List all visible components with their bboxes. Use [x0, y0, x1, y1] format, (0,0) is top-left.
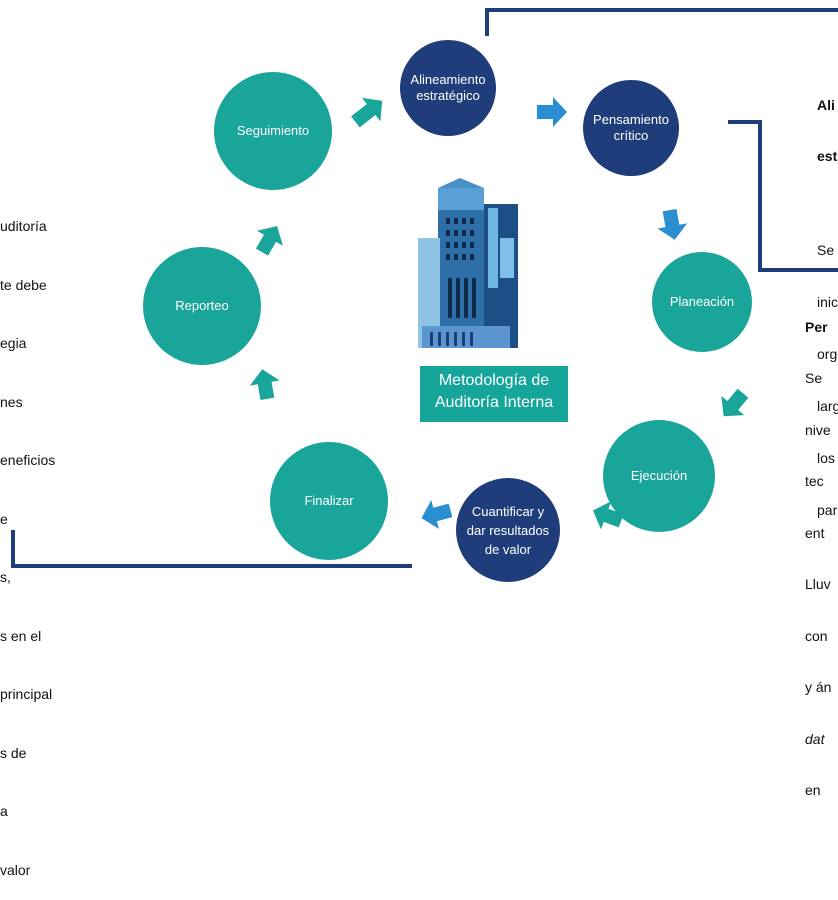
center-caption: Metodología de Auditoría Interna [420, 366, 568, 422]
right-box-1-line: los [817, 450, 835, 466]
building-illustration [418, 178, 518, 348]
step-ejecucion-label: Ejecución [630, 468, 688, 483]
left-text-line: te debe [0, 276, 47, 293]
step-seguimiento-label: Seguimiento [236, 123, 310, 138]
left-text-line: uditoría [0, 218, 47, 234]
arrow-finalizar-to-reporteo [249, 369, 280, 401]
step-alineamiento: Alineamiento estratégico [400, 40, 496, 136]
step-ejecucion: Ejecución [603, 420, 715, 532]
right-box-1-heading-1: Ali [817, 97, 835, 113]
right-box-2-line: Lluv [805, 576, 831, 592]
arrow-alineamiento-to-pensamiento [537, 97, 567, 127]
step-cuantificar-line2: dar resultados [466, 522, 550, 538]
right-box-2: Per Se nive tec ent Lluv con y án dat en [805, 286, 831, 817]
right-box-1-line: Se [817, 242, 835, 258]
right-box-1-line: par [817, 502, 838, 518]
left-text-line: s de [0, 744, 27, 761]
connector-lines [11, 8, 838, 568]
step-pensamiento-line2: crítico [613, 128, 649, 143]
right-box-2-line: ent [805, 524, 825, 541]
right-box-1-line: larg [817, 398, 838, 414]
arrow-reporteo-to-seguimiento [255, 226, 283, 256]
step-finalizar: Finalizar [270, 442, 388, 560]
right-box-2-heading: Per [805, 319, 828, 335]
step-planeacion: Planeación [652, 252, 752, 352]
right-box-1-line: inic [817, 294, 838, 310]
bottom-bracket-line [11, 530, 412, 568]
right-bracket-line [728, 120, 838, 272]
left-text-line: nes [0, 393, 23, 410]
step-reporteo-label: Reporteo [175, 298, 229, 313]
step-reporteo: Reporteo [143, 247, 261, 365]
step-planeacion-label: Planeación [669, 294, 735, 309]
step-alineamiento-line1: Alineamiento [410, 72, 486, 87]
left-text-line: s en el [0, 627, 42, 644]
step-pensamiento-line1: Pensamiento [593, 112, 669, 127]
arrow-cuantificar-to-finalizar [421, 500, 453, 530]
right-box-2-line: nive [805, 421, 831, 438]
right-box-2-line: Se [805, 370, 823, 386]
left-text-line: e [0, 510, 8, 527]
step-alineamiento-line2: estratégico [416, 88, 480, 103]
left-text-line: s, [0, 569, 11, 585]
right-box-1-heading-2: est [817, 148, 838, 164]
step-cuantificar-line3: de valor [484, 541, 532, 557]
left-text-line: a [0, 803, 8, 819]
top-bracket-line [485, 8, 838, 36]
left-text-line: principal [0, 686, 53, 702]
step-cuantificar-line1: Cuantificar y [471, 503, 545, 519]
right-box-1: Ali est Se inic org larg los par [817, 64, 838, 536]
step-cuantificar: Cuantificar y dar resultados de valor [456, 478, 560, 582]
arrow-planeacion-to-ejecucion [721, 388, 749, 417]
center-caption-line1: Metodología de [438, 372, 550, 389]
arrow-pensamiento-to-planeacion [657, 208, 688, 240]
arrow-seguimiento-to-alineamiento [351, 97, 383, 128]
step-seguimiento: Seguimiento [214, 72, 332, 190]
right-box-2-line: con [805, 627, 828, 644]
right-box-1-line: org [817, 346, 838, 362]
left-description-text: uditoría te debe egia nes eneficios e s,… [0, 178, 140, 900]
right-box-2-line: tec [805, 473, 824, 489]
center-caption-line2: Auditoría Interna [434, 394, 554, 411]
left-text-line: egia [0, 335, 27, 351]
right-box-2-line: dat [805, 730, 825, 747]
right-box-2-line: en [805, 782, 821, 798]
step-finalizar-label: Finalizar [304, 493, 354, 508]
left-text-line: eneficios [0, 452, 56, 468]
left-text-line: valor [0, 861, 31, 878]
step-pensamiento: Pensamiento crítico [583, 80, 679, 176]
arrow-ejecucion-to-cuantificar [592, 501, 624, 530]
right-box-2-line: y án [805, 679, 832, 695]
